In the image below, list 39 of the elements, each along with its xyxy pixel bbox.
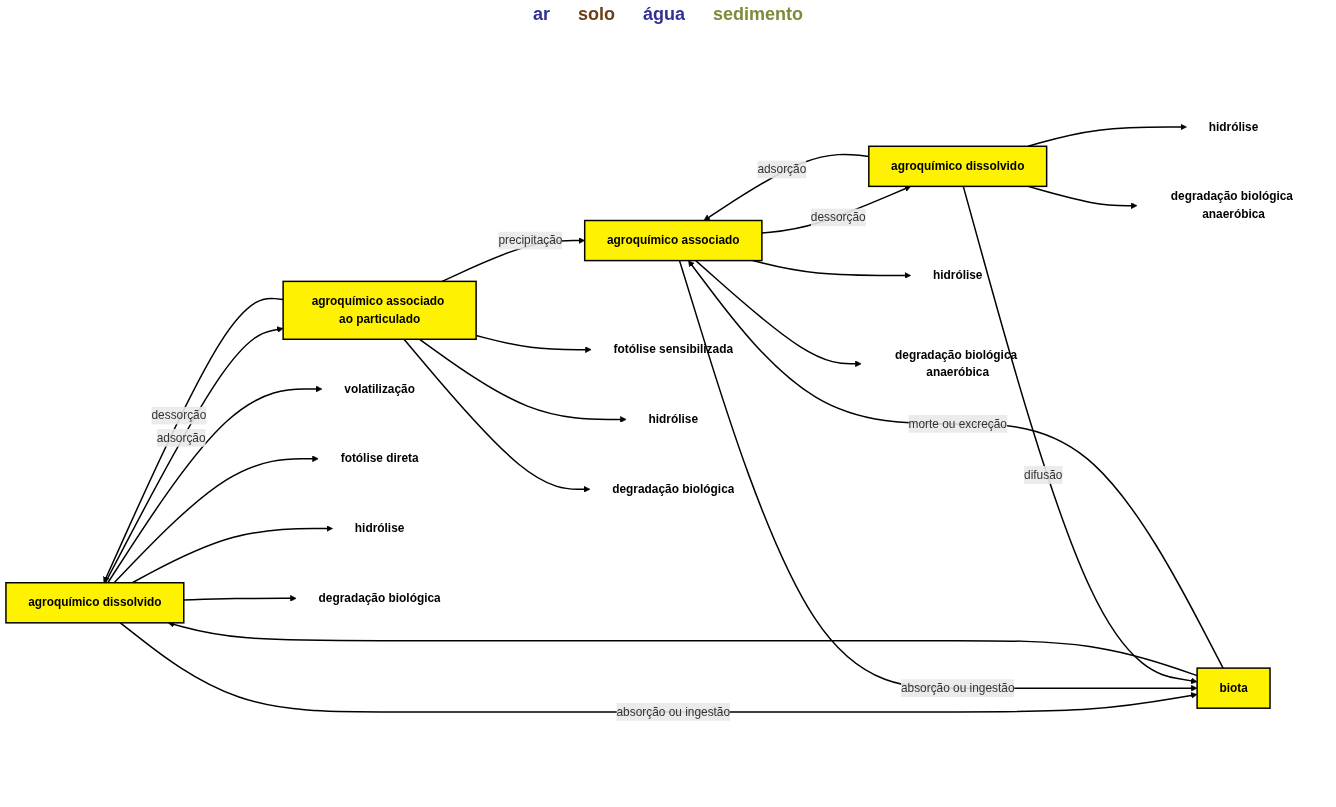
arrow (1027, 185, 1138, 209)
arrow (752, 259, 911, 279)
node-text: hidrólise (1208, 119, 1259, 133)
arrow (183, 594, 297, 602)
edge-label: absorção ou ingestão (616, 704, 731, 718)
edge-label: dessorção (810, 210, 866, 223)
node-text: hidrólise (932, 268, 983, 281)
node-text: degradação biológica (318, 591, 441, 604)
node-box: agroquímico dissolvido (5, 581, 185, 624)
edge-label: precipitação (498, 233, 563, 247)
edge-label: adsorção (757, 162, 807, 176)
arrow (131, 524, 333, 584)
node-box: agroquímico associado ao particulado (282, 280, 477, 340)
zone-label: solo (577, 4, 615, 22)
edge-label: morte ou excreção (908, 416, 1007, 430)
node-box: biota (1196, 667, 1271, 709)
arrow (403, 338, 591, 493)
arrow (962, 185, 1198, 684)
node-text: degradação biológica anaeróbica (1170, 189, 1293, 221)
edge-label: difusão (1024, 467, 1063, 481)
node-text: degradação biológica (612, 482, 735, 495)
node-text: fotólise direta (340, 451, 419, 465)
arrow (119, 621, 1198, 713)
zone-label: sedimento (713, 4, 804, 22)
node-box: agroquímico associado (583, 219, 763, 261)
edge-label: adsorção (156, 430, 206, 444)
node-text: hidrólise (648, 412, 699, 426)
edge-label: absorção ou ingestão (900, 681, 1015, 694)
zone-label: ar (532, 4, 550, 22)
node-box: agroquímico dissolvido (868, 145, 1048, 187)
node-text: hidrólise (354, 521, 405, 535)
edge-label: dessorção (151, 408, 207, 422)
arrow (107, 385, 323, 584)
arrow (113, 455, 319, 584)
node-text: volatilização (344, 381, 415, 395)
arrow (695, 259, 862, 367)
zone-label: água (643, 4, 685, 22)
arrow (418, 338, 627, 423)
arrow (761, 185, 912, 234)
